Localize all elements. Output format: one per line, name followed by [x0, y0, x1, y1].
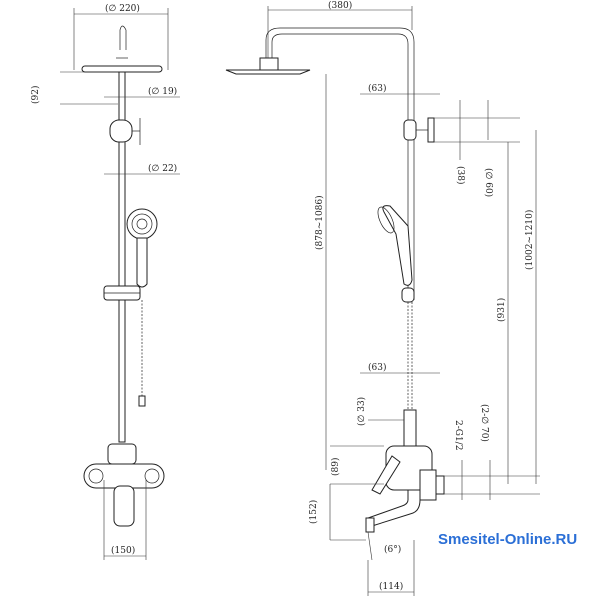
front-mixer-body: [83, 463, 165, 489]
dim-spout-length: (114): [379, 581, 403, 592]
front-hose-nut: [138, 395, 146, 407]
dim-pipe-lower: (∅ 22): [148, 163, 177, 174]
side-wall-flange-lower: [435, 475, 445, 495]
dim-arm-bracket: (63): [368, 83, 386, 94]
side-wall-flange: [427, 117, 435, 143]
dim-spout-height: (152): [308, 500, 319, 524]
side-mixer-lever: [371, 455, 401, 495]
side-wall-connector: [419, 469, 437, 501]
dim-pipe-upper: (∅ 19): [148, 86, 177, 97]
dim-head-offset: (92): [30, 86, 41, 104]
dim-head-to-mixer: (878~1086): [314, 195, 325, 250]
dim-mixer-bracket: (63): [368, 362, 386, 373]
side-rain-head: [225, 69, 311, 75]
front-main-pipe: [118, 71, 126, 443]
side-wall-bracket: [403, 119, 417, 141]
dim-thread: 2-G1/2: [453, 420, 463, 450]
dim-mid-height: (931): [496, 298, 507, 322]
side-slide-holder: [401, 287, 415, 303]
dim-arm-length: (380): [328, 0, 352, 11]
dim-head-diameter: (∅ 220): [105, 3, 140, 14]
front-hand-shower-head: [126, 208, 158, 240]
side-hand-shower: [382, 205, 413, 286]
front-spout: [113, 485, 135, 527]
dim-flange-diameter: (∅ 60): [483, 168, 494, 197]
front-pipe-clamp: [109, 119, 133, 143]
front-hand-shower-handle: [136, 237, 148, 288]
dim-bracket-height: (38): [455, 166, 466, 184]
rain-shower-head: [81, 65, 163, 73]
dim-pipe-diameter: (∅ 33): [356, 397, 367, 426]
front-diverter: [107, 443, 137, 465]
dim-overall-height: (1002~1210): [524, 210, 535, 270]
head-connector: [119, 25, 127, 50]
side-view: (380) (63) (38) (∅ 60) (878~1086) (1002~…: [225, 0, 540, 596]
dim-mixer-height: (89): [330, 458, 341, 476]
side-spout-outlet: [365, 517, 375, 533]
dim-mixer-spacing: (150): [111, 545, 135, 556]
side-bath-spout: [367, 489, 421, 527]
site-watermark: Smesitel-Online.RU: [438, 531, 577, 548]
side-head-joint: [259, 57, 279, 71]
front-view: (∅ 220) (92) (∅ 19) (∅ 22): [30, 3, 180, 560]
dim-flange-pair: (2-∅ 70): [479, 404, 490, 442]
overhead-arm: [265, 27, 415, 300]
side-lower-riser: [403, 409, 417, 447]
front-shower-hose: [141, 300, 145, 407]
dim-spout-angle: (6°): [384, 544, 401, 555]
